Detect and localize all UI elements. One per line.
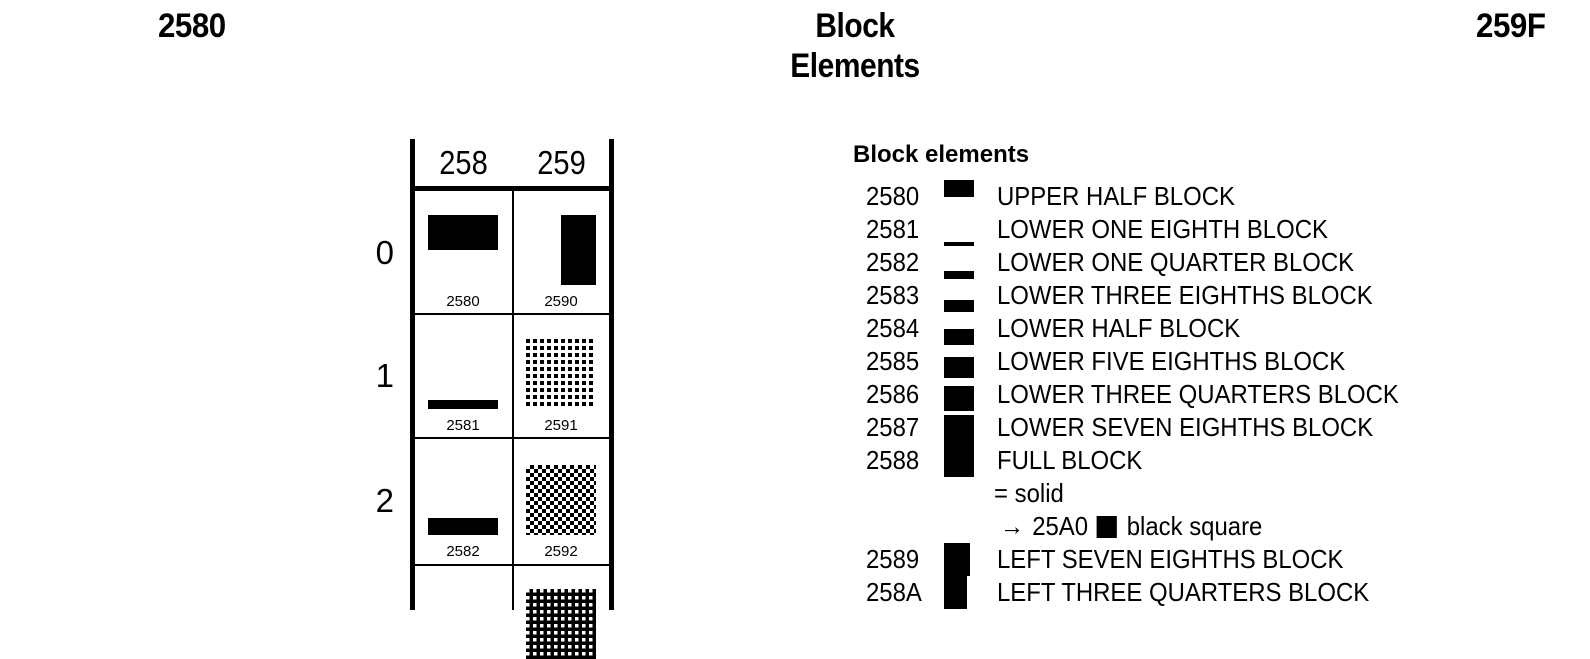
left-seven-eighths-block-glyph	[944, 543, 971, 576]
lower-five-eighths-block-glyph	[944, 357, 974, 378]
page-title: Block Elements	[790, 7, 920, 85]
full-block-glyph	[944, 444, 974, 477]
entry-code: 2586	[866, 379, 920, 409]
left-three-quarters-block-glyph	[944, 576, 967, 609]
entry-2585: 2585 LOWER FIVE EIGHTHS BLOCK	[0, 345, 1460, 378]
entry-2587: 2587 LOWER SEVEN EIGHTHS BLOCK	[0, 411, 1460, 444]
black-square-glyph	[1096, 515, 1117, 538]
entry-glyph-box	[944, 345, 974, 378]
entry-glyph-box	[944, 576, 974, 609]
cell-code-label: 2582	[446, 543, 480, 560]
arrow-right-icon: →	[1000, 511, 1024, 541]
entry-code: 2585	[866, 346, 920, 376]
chart-right-border	[609, 139, 614, 610]
chart-header-rule	[410, 186, 614, 191]
entry-code: 2583	[866, 280, 920, 310]
cell-2581	[428, 339, 498, 409]
xref-name: black square	[1126, 511, 1263, 541]
entry-code: 2588	[866, 445, 920, 475]
lower-three-quarters-block-glyph	[944, 386, 974, 411]
entry-2583: 2583 LOWER THREE EIGHTHS BLOCK	[0, 279, 1460, 312]
row-label-2: 2	[375, 482, 394, 519]
entry-code: 2581	[866, 214, 920, 244]
lower-half-block-glyph	[944, 328, 974, 345]
alias-line: = solid	[0, 477, 1460, 510]
entry-code: 2589	[866, 544, 920, 574]
lower-one-eighth-block-glyph	[944, 241, 974, 246]
cross-reference-line: → 25A0 black square	[0, 510, 1460, 543]
chart-column-divider	[512, 191, 514, 610]
entry-name: LOWER ONE EIGHTH BLOCK	[997, 214, 1328, 244]
entry-glyph-box	[944, 246, 974, 279]
chart-row-divider	[415, 564, 609, 566]
entry-glyph-box	[944, 213, 974, 246]
entry-name: LOWER THREE QUARTERS BLOCK	[997, 379, 1399, 409]
entry-2586: 2586 LOWER THREE QUARTERS BLOCK	[0, 378, 1460, 411]
entry-2588: 2588 FULL BLOCK	[0, 444, 1460, 477]
column-header-258: 258	[439, 144, 488, 181]
lower-seven-eighths-block-glyph	[944, 415, 974, 444]
cell-code-label: 2581	[446, 417, 480, 434]
entry-2582: 2582 LOWER ONE QUARTER BLOCK	[0, 246, 1460, 279]
entry-name: LOWER ONE QUARTER BLOCK	[997, 247, 1355, 277]
entry-2584: 2584 LOWER HALF BLOCK	[0, 312, 1460, 345]
cell-code-label: 2580	[446, 293, 480, 310]
entry-name: LOWER HALF BLOCK	[997, 313, 1241, 343]
entry-glyph-box	[944, 378, 974, 411]
alias-text: = solid	[994, 478, 1064, 508]
right-half-block-glyph	[561, 215, 596, 285]
entry-glyph-box	[944, 543, 974, 576]
column-header-259: 259	[537, 144, 586, 181]
row-label-0: 0	[375, 233, 394, 271]
entry-2589: 2589 LEFT SEVEN EIGHTHS BLOCK	[0, 543, 1460, 576]
cell-2591	[526, 339, 596, 409]
row-label-1: 1	[375, 356, 394, 394]
entry-code: 2580	[866, 181, 920, 211]
cell-2592	[526, 465, 596, 535]
entry-code: 258A	[866, 577, 922, 607]
entry-name: FULL BLOCK	[997, 445, 1143, 475]
page-header-right-code: 259F	[1475, 7, 1546, 45]
entry-2580: 2580 UPPER HALF BLOCK	[0, 180, 1460, 213]
lower-one-eighth-block-glyph	[428, 400, 498, 409]
cell-2580	[428, 215, 498, 285]
entry-name: LOWER FIVE EIGHTHS BLOCK	[997, 346, 1346, 376]
entry-code: 2582	[866, 247, 920, 277]
upper-half-block-glyph	[428, 215, 498, 250]
entry-glyph-box	[944, 279, 974, 312]
chart-row-divider	[415, 437, 609, 439]
page-header-left-code: 2580	[158, 7, 226, 45]
chart-left-border	[410, 139, 415, 610]
entry-name: LEFT THREE QUARTERS BLOCK	[997, 577, 1370, 607]
entry-name: LOWER THREE EIGHTHS BLOCK	[997, 280, 1373, 310]
entry-glyph-box	[944, 444, 974, 477]
cell-2582	[428, 465, 498, 535]
cell-code-label: 2592	[544, 543, 578, 560]
xref-code: 25A0	[1032, 511, 1089, 541]
cross-reference: → 25A0 black square	[1000, 510, 1262, 543]
cell-2590	[526, 215, 596, 285]
lower-three-eighths-block-glyph	[944, 299, 974, 312]
entry-code: 2587	[866, 412, 920, 442]
entry-glyph-box	[944, 411, 974, 444]
cell-code-label: 2590	[544, 293, 578, 310]
names-list-heading: Block elements	[853, 141, 1030, 168]
light-shade-glyph	[526, 339, 596, 409]
entry-name: LEFT SEVEN EIGHTHS BLOCK	[997, 544, 1344, 574]
lower-one-quarter-block-glyph	[428, 517, 498, 535]
entry-glyph-box	[944, 180, 974, 213]
entry-name: UPPER HALF BLOCK	[997, 181, 1235, 211]
entry-258A: 258A LEFT THREE QUARTERS BLOCK	[0, 576, 1460, 609]
lower-one-quarter-block-glyph	[944, 270, 974, 279]
chart-row-divider	[415, 313, 609, 315]
entry-glyph-box	[944, 312, 974, 345]
entry-code: 2584	[866, 313, 920, 343]
upper-half-block-glyph	[944, 180, 974, 197]
entry-2581: 2581 LOWER ONE EIGHTH BLOCK	[0, 213, 1460, 246]
medium-shade-glyph	[526, 465, 596, 535]
unicode-chart-page: { "page_header": { "left_code": "2580", …	[0, 7, 1546, 659]
cell-code-label: 2591	[544, 417, 578, 434]
entry-name: LOWER SEVEN EIGHTHS BLOCK	[997, 412, 1374, 442]
